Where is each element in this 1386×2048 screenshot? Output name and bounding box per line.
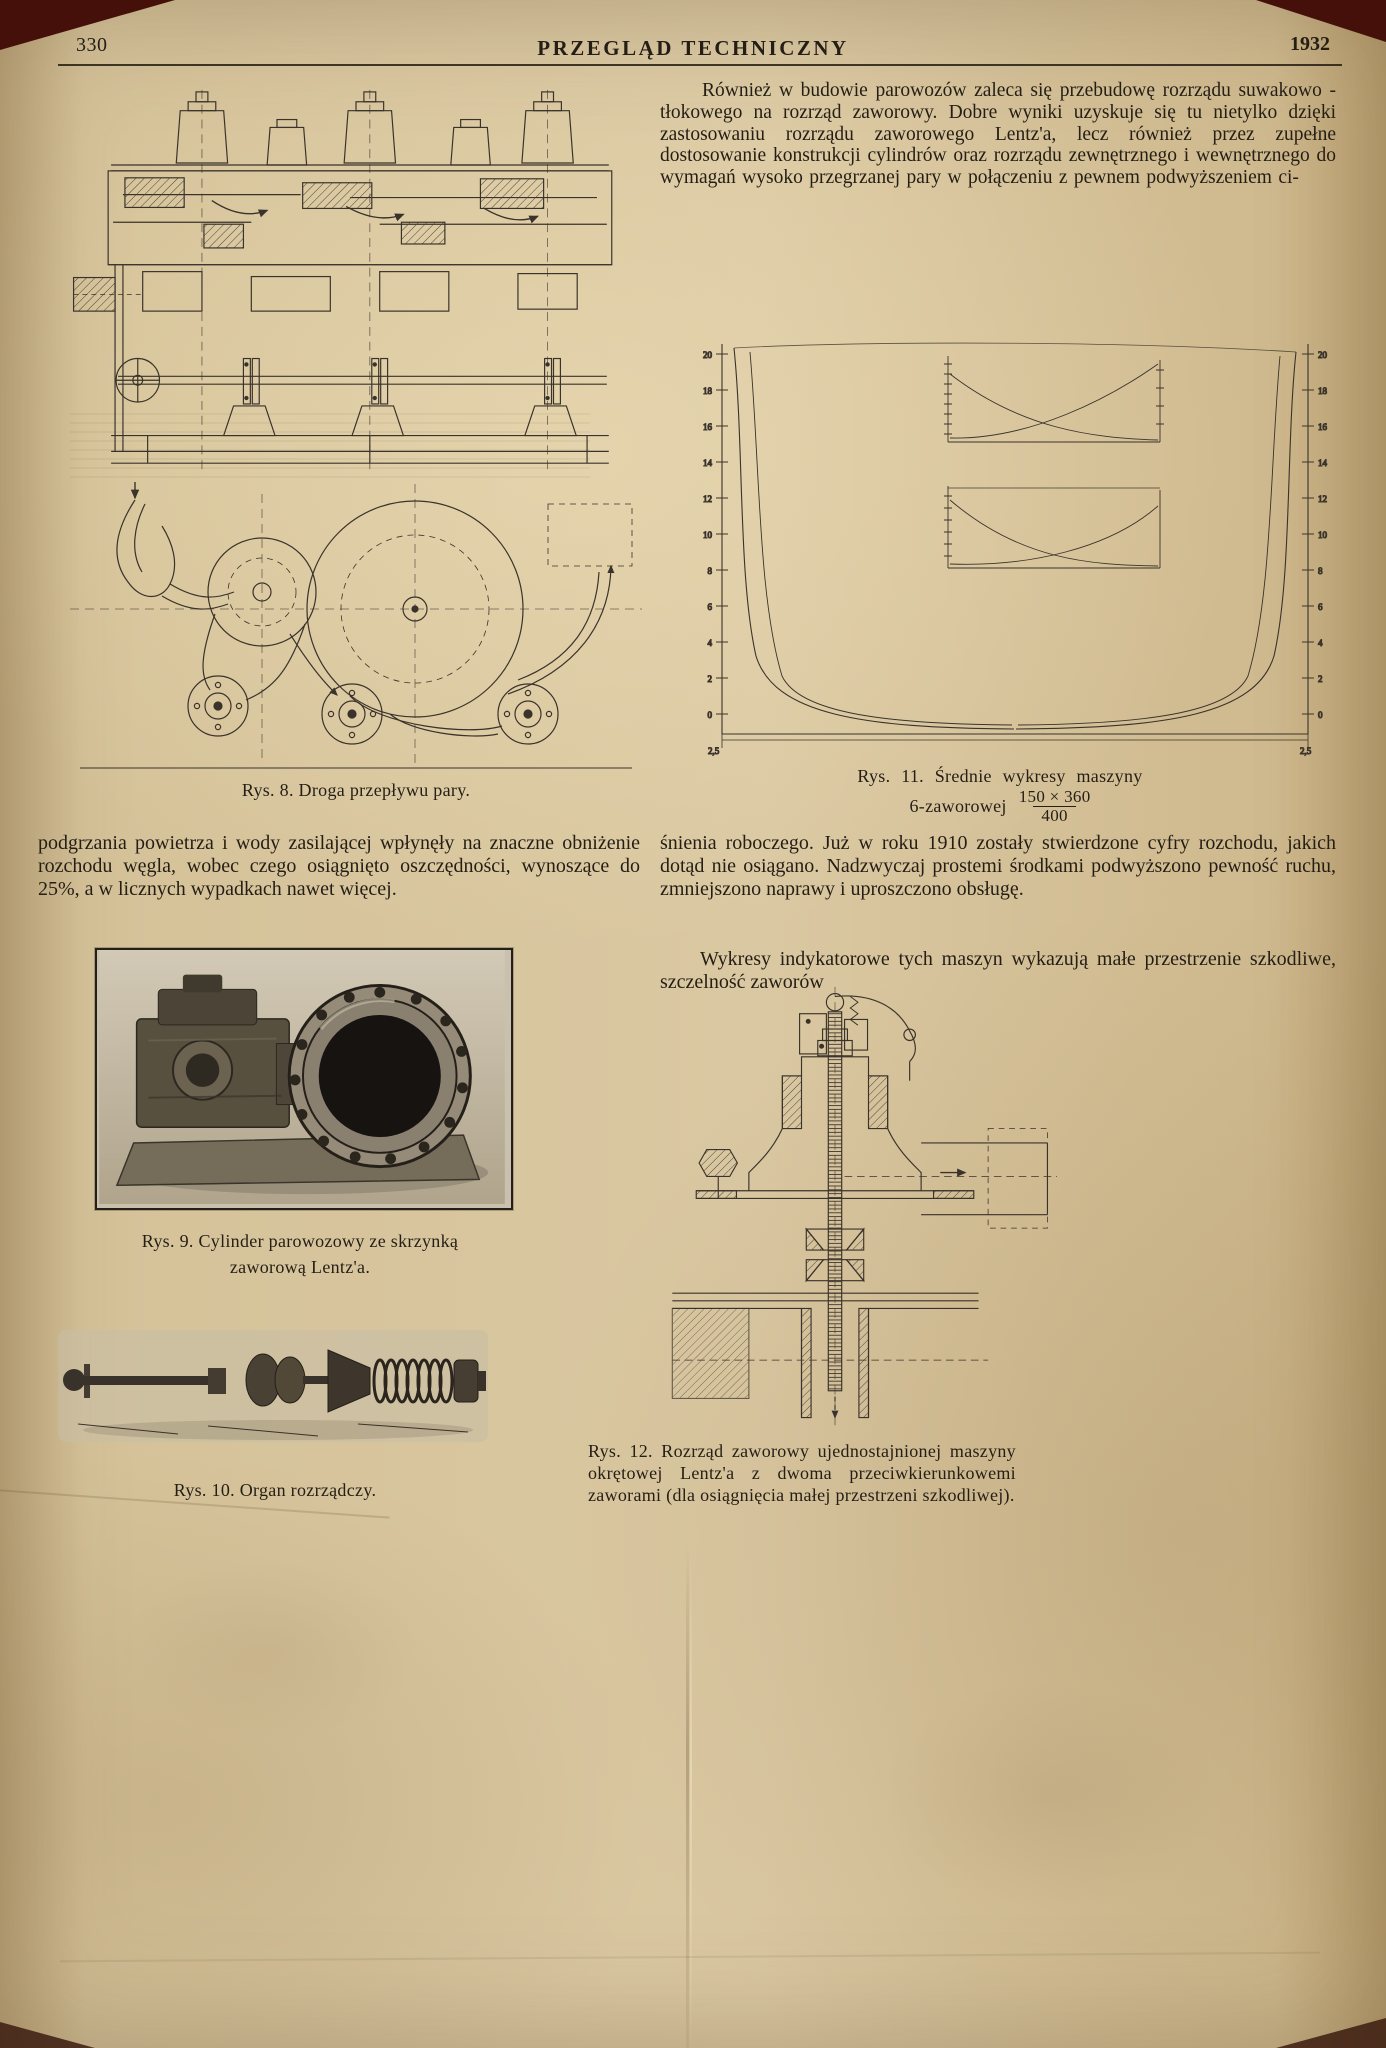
svg-text:4: 4 (708, 638, 713, 648)
fraction-numerator: 150 × 360 (1018, 787, 1091, 806)
figure-rys9-caption: Rys. 9. Cylinder parowozowy ze skrzynką … (60, 1228, 540, 1280)
ink-bleed-through (70, 408, 590, 478)
svg-text:10: 10 (703, 530, 713, 540)
paper-stain (880, 1680, 1220, 1910)
paper-stain (120, 1560, 420, 1740)
figure-rys11-dimension-fraction: 150 × 360 400 (1019, 788, 1091, 825)
figure-rys11-caption-prefix: 6-zaworowej (909, 795, 1007, 816)
svg-text:20: 20 (1318, 350, 1328, 360)
figure-rys9-photo (99, 950, 505, 1204)
svg-text:6: 6 (708, 602, 713, 612)
figure-rys9-photo-frame (95, 948, 513, 1210)
figure-rys8-caption: Rys. 8. Droga przepływu pary. (241, 780, 471, 800)
figure-rys10-caption: Rys. 10. Organ rozrządczy. (173, 1480, 377, 1500)
figure-rys8-bottom-drawing (70, 482, 642, 769)
issue-year: 1932 (1290, 33, 1330, 55)
svg-text:8: 8 (708, 566, 713, 576)
svg-text:16: 16 (1318, 422, 1328, 432)
svg-text:0: 0 (1318, 710, 1323, 720)
article-paragraph-right-mid2: Wykresy indykatorowe tych maszyn wykazuj… (660, 948, 1336, 993)
scan-corner-bottom-right (1276, 2018, 1386, 2048)
figure-rys8-top-drawing (72, 89, 613, 474)
fraction-denominator: 400 (1033, 805, 1076, 825)
paper-fold-highlight (690, 1545, 692, 2048)
figure-rys12-drawing (671, 986, 1058, 1426)
figure-rys11-caption-line1: Rys. 11. Średnie wykresy maszyny (857, 766, 1143, 786)
figure-rys9-caption-line2: zaworową Lentz'a. (229, 1257, 371, 1277)
svg-text:6: 6 (1318, 602, 1323, 612)
svg-text:8: 8 (1318, 566, 1323, 576)
svg-text:0: 0 (708, 710, 713, 720)
figure-rys10-photo (58, 1330, 488, 1442)
article-paragraph-left-mid: podgrzania powietrza i wody zasilającej … (38, 832, 640, 900)
chart-corner-label-right: 2,5 (1300, 746, 1312, 756)
article-paragraph-right-mid1: śnienia roboczego. Już w roku 1910 zosta… (660, 832, 1336, 900)
scan-corner-bottom-left (0, 2022, 95, 2048)
svg-text:12: 12 (1318, 494, 1327, 504)
svg-text:14: 14 (703, 458, 713, 468)
svg-text:12: 12 (703, 494, 712, 504)
svg-text:4: 4 (1318, 638, 1323, 648)
article-paragraph-right-top: Również w budowie parowozów zaleca się p… (660, 80, 1336, 189)
svg-text:20: 20 (703, 350, 713, 360)
header-rule (58, 64, 1342, 66)
paper-fold-line (686, 1545, 689, 2048)
page-number: 330 (76, 34, 108, 56)
svg-text:10: 10 (1318, 530, 1328, 540)
svg-text:18: 18 (703, 386, 713, 396)
svg-text:2: 2 (708, 674, 713, 684)
svg-text:16: 16 (703, 422, 713, 432)
figure-rys11-caption-line2: 6-zaworowej 150 × 360 400 (660, 788, 1340, 825)
svg-text:14: 14 (1318, 458, 1328, 468)
figure-rys12-caption: Rys. 12. Rozrząd zaworowy ujednostajnion… (588, 1441, 1016, 1505)
journal-title: PRZEGLĄD TECHNICZNY (537, 36, 849, 60)
chart-corner-label-left: 2,5 (708, 746, 720, 756)
svg-text:2: 2 (1318, 674, 1323, 684)
figure-rys9-caption-line1: Rys. 9. Cylinder parowozowy ze skrzynką (141, 1231, 459, 1251)
svg-text:18: 18 (1318, 386, 1328, 396)
